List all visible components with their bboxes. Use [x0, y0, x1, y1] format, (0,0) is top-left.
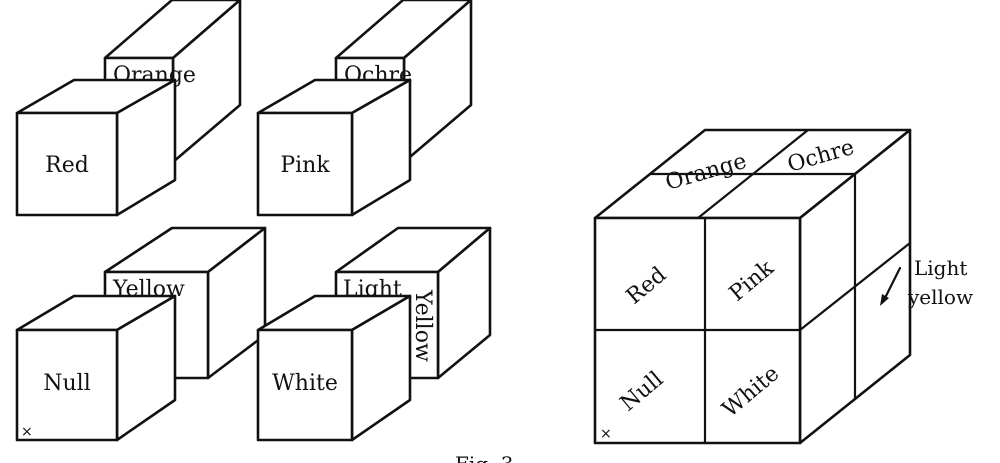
label-null: Null	[43, 371, 91, 396]
top-grid-line-b	[696, 128, 810, 220]
label-yellow-vertical: Yellow	[410, 289, 435, 362]
label-pink: Pink	[280, 153, 330, 178]
assembled-cube: Orange Ochre Red Pink Null White × Light…	[593, 128, 973, 445]
figure-caption: Fig. 3	[455, 452, 514, 463]
side-grid-horizontal	[798, 241, 912, 332]
cube-null: Null ×	[15, 294, 177, 442]
callout-light: Light	[914, 256, 967, 280]
light-yellow-pointer-arrowhead	[880, 294, 889, 306]
left-cube-group: Orange Ochre Red Pink Yellow	[15, 0, 492, 442]
label-white: White	[272, 371, 338, 396]
light-yellow-pointer	[882, 266, 902, 302]
cube-white: White	[256, 294, 412, 442]
label-red: Red	[45, 153, 89, 178]
cube-red: Red	[15, 78, 177, 217]
origin-mark-left: ×	[21, 424, 33, 440]
callout-yellow: yellow	[907, 285, 973, 309]
origin-mark-right: ×	[600, 426, 612, 442]
cube-pink: Pink	[256, 78, 412, 217]
